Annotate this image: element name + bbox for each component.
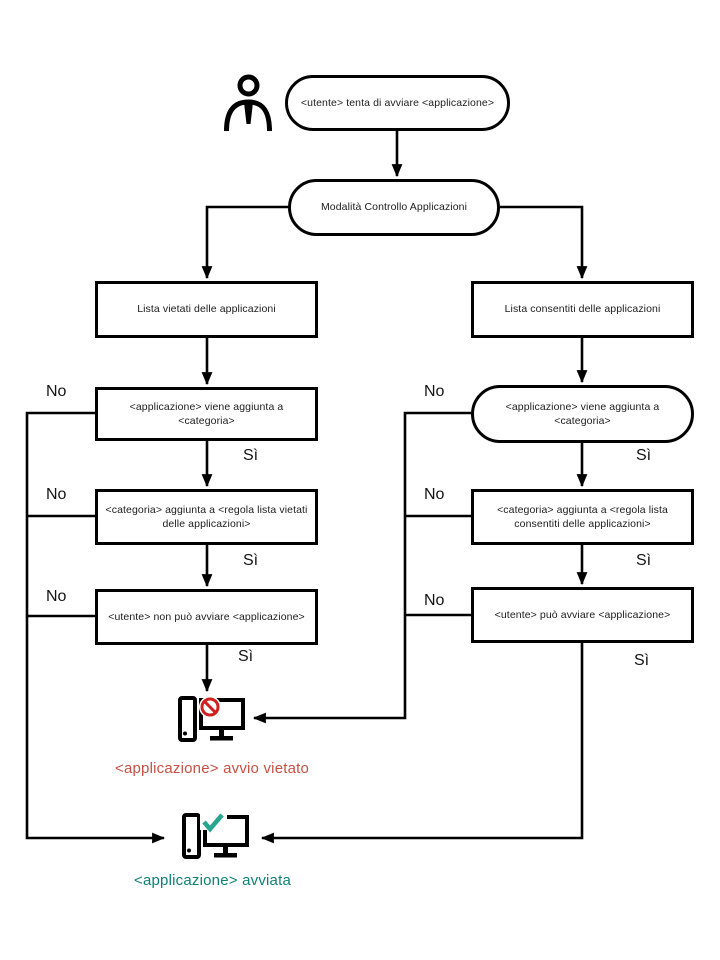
prohibition-sign-icon xyxy=(200,697,220,717)
node-allow-app-category: <applicazione> viene aggiunta a <categor… xyxy=(471,385,694,443)
started-caption: <applicazione> avviata xyxy=(134,872,292,889)
edge-label-yes: Sì xyxy=(238,648,254,665)
node-deny-app-category: <applicazione> viene aggiunta a <categor… xyxy=(95,387,318,441)
edge-label-no: No xyxy=(46,383,67,400)
check-icon xyxy=(202,813,224,833)
node-mode: Modalità Controllo Applicazioni xyxy=(288,179,500,236)
edge-label-yes: Sì xyxy=(634,652,650,669)
connector-right-no-trunk xyxy=(252,411,471,724)
edge-label-yes: Sì xyxy=(243,447,259,464)
connector-allow-user-to-started xyxy=(260,643,584,844)
connector-left-no-trunk xyxy=(25,411,166,844)
node-denylist: Lista vietati delle applicazioni xyxy=(95,281,318,338)
edge-label-no: No xyxy=(424,486,445,503)
connector-mode-to-allowlist xyxy=(500,205,588,280)
node-allow-category-rule: <categoria> aggiunta a <regola lista con… xyxy=(471,489,694,545)
edge-label-no: No xyxy=(46,588,67,605)
node-allowlist: Lista consentiti delle applicazioni xyxy=(471,281,694,338)
edge-label-yes: Sì xyxy=(243,552,259,569)
edge-label-no: No xyxy=(46,486,67,503)
node-deny-category-rule: <categoria> aggiunta a <regola lista vie… xyxy=(95,489,318,545)
connector-mode-to-denylist xyxy=(201,205,288,280)
edge-label-yes: Sì xyxy=(636,447,652,464)
node-deny-user: <utente> non può avviare <applicazione> xyxy=(95,589,318,645)
node-start: <utente> tenta di avviare <applicazione> xyxy=(285,75,510,131)
computer-blocked-icon xyxy=(178,696,245,742)
edge-label-no: No xyxy=(424,383,445,400)
blocked-caption: <applicazione> avvio vietato xyxy=(115,760,310,777)
node-allow-user: <utente> può avviare <applicazione> xyxy=(471,587,694,643)
computer-started-icon xyxy=(182,812,249,859)
edge-label-no: No xyxy=(424,592,445,609)
edge-label-yes: Sì xyxy=(636,552,652,569)
person-icon xyxy=(224,74,272,132)
